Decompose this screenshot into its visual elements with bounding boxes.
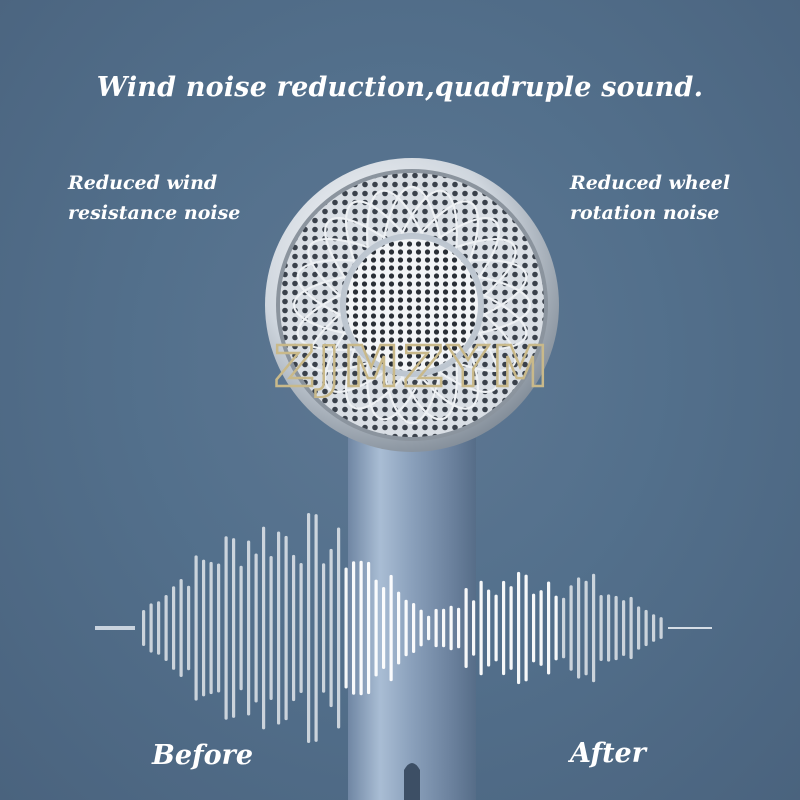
waveform-bar — [502, 580, 506, 676]
brand-watermark: ZJMZYM — [273, 338, 552, 398]
waveform-bar — [554, 595, 558, 661]
waveform-bar — [217, 563, 221, 693]
waveform-bar — [487, 589, 491, 667]
waveform-bar — [419, 609, 423, 647]
waveform-bar — [637, 606, 641, 650]
waveform-bar — [239, 565, 243, 691]
waveform-bar — [367, 561, 371, 695]
waveform-bar — [389, 574, 393, 682]
waveform-bar — [569, 585, 573, 671]
waveform-bar — [479, 580, 483, 676]
waveform-bar — [614, 595, 618, 661]
waveform-bar — [509, 586, 513, 670]
waveform-bar — [172, 586, 176, 670]
waveform-bar — [247, 540, 251, 716]
waveform-bar — [517, 571, 521, 685]
waveform-bar — [179, 579, 183, 677]
waveform-bar — [494, 594, 498, 662]
waveform-bar — [344, 567, 348, 689]
waveform-bar — [577, 577, 581, 679]
waveform-bar — [194, 555, 198, 701]
waveform-bar — [607, 594, 611, 662]
waveform-bar — [254, 553, 258, 703]
waveform-bar — [314, 514, 318, 742]
waveform-bar — [524, 574, 528, 682]
waveform-bar — [164, 594, 168, 662]
waveform-bar — [547, 581, 551, 675]
headline: Wind noise reduction,quadruple sound. — [96, 72, 704, 103]
waveform-bar — [232, 538, 236, 718]
waveform-bar — [442, 608, 446, 648]
waveform-bar — [352, 561, 356, 695]
waveform-bar — [337, 527, 341, 729]
waveform-bar — [592, 573, 596, 683]
left-feature-label: Reduced wind resistance noise — [68, 168, 240, 228]
waveform-bar — [457, 607, 461, 649]
after-label: After — [570, 738, 646, 769]
waveform-bar — [599, 594, 603, 662]
waveform-bar — [202, 559, 206, 697]
waveform-bar — [277, 531, 281, 725]
right-feature-line2: rotation noise — [570, 202, 720, 224]
left-feature-line1: Reduced wind — [68, 172, 218, 194]
waveform-bar — [434, 608, 438, 648]
waveform-bar — [187, 585, 191, 671]
waveform-bar — [652, 614, 656, 642]
sound-waveform — [95, 512, 712, 744]
waveform-bar — [269, 555, 273, 701]
waveform-bar — [644, 609, 648, 647]
waveform-bar — [359, 560, 363, 696]
waveform-bar — [142, 610, 146, 646]
waveform-bar — [539, 590, 543, 666]
watermark-text: ZJMZYM — [274, 338, 552, 398]
waveform-bar — [629, 596, 633, 660]
waveform-bar — [374, 579, 378, 677]
right-feature-label: Reduced wheel rotation noise — [570, 168, 730, 228]
waveform-bar — [464, 588, 468, 668]
waveform-bar — [157, 601, 161, 655]
waveform-bar — [322, 563, 326, 693]
waveform-bar — [382, 587, 386, 669]
waveform-bar — [149, 603, 153, 653]
waveform-bar — [299, 563, 303, 693]
waveform-bar — [584, 580, 588, 676]
waveform-bar — [404, 599, 408, 657]
waveform-bar — [472, 600, 476, 656]
waveform-bar — [262, 526, 266, 730]
waveform-bar — [224, 536, 228, 720]
waveform-bar — [284, 535, 288, 721]
waveform-bar — [307, 512, 311, 744]
left-feature-line2: resistance noise — [68, 202, 241, 224]
waveform-bar — [292, 554, 296, 702]
waveform-bar — [412, 602, 416, 654]
right-feature-line1: Reduced wheel — [570, 172, 731, 194]
waveform-bar — [329, 548, 333, 708]
waveform-bar — [449, 605, 453, 651]
handle-hook — [404, 763, 420, 800]
waveform-bar — [622, 600, 626, 656]
waveform-bar — [532, 593, 536, 663]
waveform-bar — [659, 617, 663, 639]
waveform-bar — [209, 561, 213, 695]
inner-mesh — [346, 239, 478, 371]
before-label: Before — [152, 740, 254, 771]
waveform-bar — [427, 615, 431, 641]
waveform-bar — [397, 591, 401, 665]
waveform-bar — [562, 597, 566, 659]
